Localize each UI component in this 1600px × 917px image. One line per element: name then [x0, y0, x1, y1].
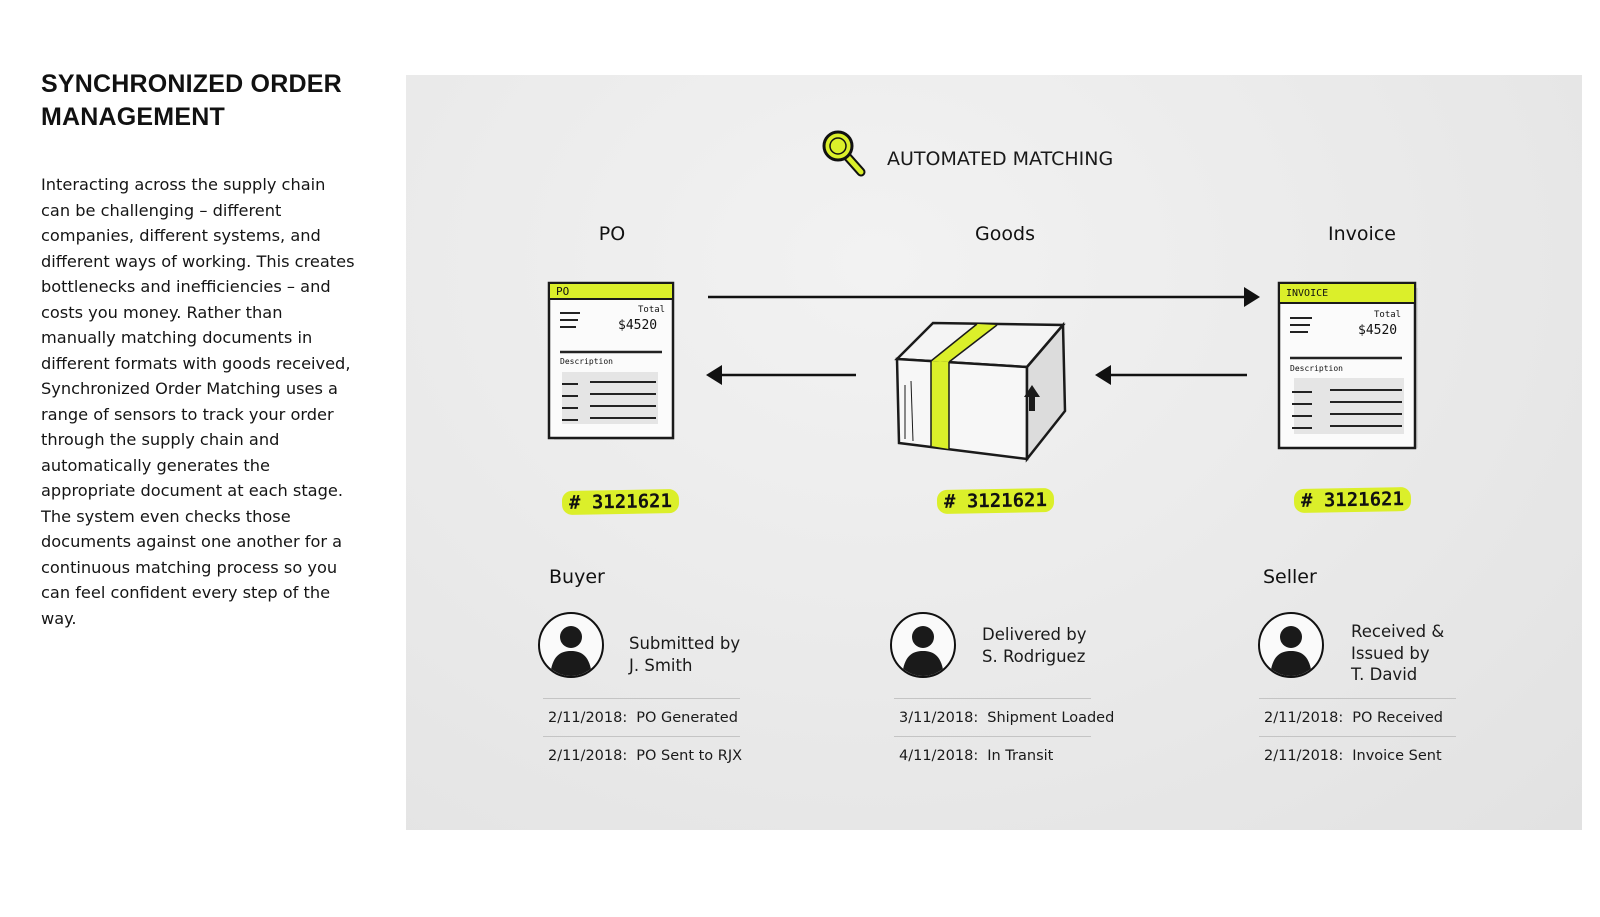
log-row: 2/11/2018: PO Received [1259, 698, 1456, 736]
seller-status-log: 2/11/2018: PO Received 2/11/2018: Invoice … [1259, 698, 1456, 774]
seller-actor: Received & Issued by T. David [1351, 621, 1444, 686]
po-reference-number: # 3121621 [562, 489, 679, 515]
log-event: PO Received [1352, 710, 1443, 726]
column-label-po: PO [542, 223, 682, 245]
log-event: PO Sent to RJX [636, 748, 742, 764]
seller-avatar-icon [1258, 612, 1324, 678]
log-date: 2/11/2018: [548, 710, 627, 726]
buyer-actor-line-2: J. Smith [629, 655, 740, 677]
column-label-invoice: Invoice [1292, 223, 1432, 245]
po-doc-tag: PO [556, 285, 569, 298]
goods-reference-number: # 3121621 [937, 488, 1054, 514]
description-paragraph: Interacting across the supply chain can … [41, 172, 359, 631]
automated-matching-diagram: AUTOMATED MATCHING PO Goods Invoice PO T… [406, 75, 1582, 830]
goods-status-log: 3/11/2018:Shipment Loaded 4/11/2018: In T… [894, 698, 1091, 774]
page-title-line-1: SYNCHRONIZED ORDER [41, 70, 342, 98]
log-event: In Transit [987, 748, 1053, 764]
invoice-document-illustration: Invoice Total $4520 Description [1274, 278, 1424, 454]
log-row: 4/11/2018: In Transit [894, 736, 1091, 774]
arrow-head-left-goods [1095, 365, 1111, 385]
page-title: SYNCHRONIZED ORDER MANAGEMENT [41, 68, 361, 134]
magnifier-icon [821, 127, 871, 179]
seller-actor-line-1: Received & [1351, 621, 1444, 643]
invoice-doc-tag: Invoice [1286, 288, 1328, 299]
log-date: 2/11/2018: [1264, 748, 1343, 764]
seller-actor-line-2: Issued by [1351, 643, 1444, 665]
log-event: Shipment Loaded [987, 710, 1114, 726]
po-doc-total-label: Total [638, 305, 665, 315]
buyer-avatar-icon [538, 612, 604, 678]
role-buyer: Buyer [549, 566, 605, 588]
log-row: 2/11/2018: Invoice Sent [1259, 736, 1456, 774]
log-date: 2/11/2018: [548, 748, 627, 764]
page-title-line-2: MANAGEMENT [41, 103, 225, 131]
po-doc-total-value: $4520 [618, 318, 657, 333]
column-label-goods: Goods [935, 223, 1075, 245]
po-document-illustration: PO Total $4520 Description [544, 278, 678, 448]
invoice-doc-section: Description [1290, 364, 1343, 373]
log-date: 3/11/2018: [899, 710, 978, 726]
arrow-head-right [1244, 287, 1260, 307]
log-event: PO Generated [636, 710, 738, 726]
log-row: 3/11/2018:Shipment Loaded [894, 698, 1091, 736]
invoice-doc-total-label: Total [1374, 310, 1401, 320]
log-row: 2/11/2018: PO Sent to RJX [543, 736, 740, 774]
buyer-actor-line-1: Submitted by [629, 633, 740, 655]
flow-arrows [706, 280, 1276, 395]
log-row: 2/11/2018: PO Generated [543, 698, 740, 736]
log-date: 2/11/2018: [1264, 710, 1343, 726]
seller-actor-line-3: T. David [1351, 664, 1444, 686]
invoice-reference-number: # 3121621 [1294, 487, 1411, 513]
buyer-actor: Submitted by J. Smith [629, 633, 740, 676]
driver-avatar-icon [890, 612, 956, 678]
goods-actor-line-1: Delivered by [982, 624, 1086, 646]
invoice-doc-total-value: $4520 [1358, 323, 1397, 338]
diagram-heading: AUTOMATED MATCHING [887, 148, 1113, 170]
role-seller: Seller [1263, 566, 1317, 588]
log-event: Invoice Sent [1352, 748, 1441, 764]
log-date: 4/11/2018: [899, 748, 978, 764]
po-doc-section: Description [560, 357, 613, 366]
buyer-status-log: 2/11/2018: PO Generated 2/11/2018: PO Sent… [543, 698, 740, 774]
arrow-head-left-po [706, 365, 722, 385]
goods-actor: Delivered by S. Rodriguez [982, 624, 1086, 667]
goods-actor-line-2: S. Rodriguez [982, 646, 1086, 668]
